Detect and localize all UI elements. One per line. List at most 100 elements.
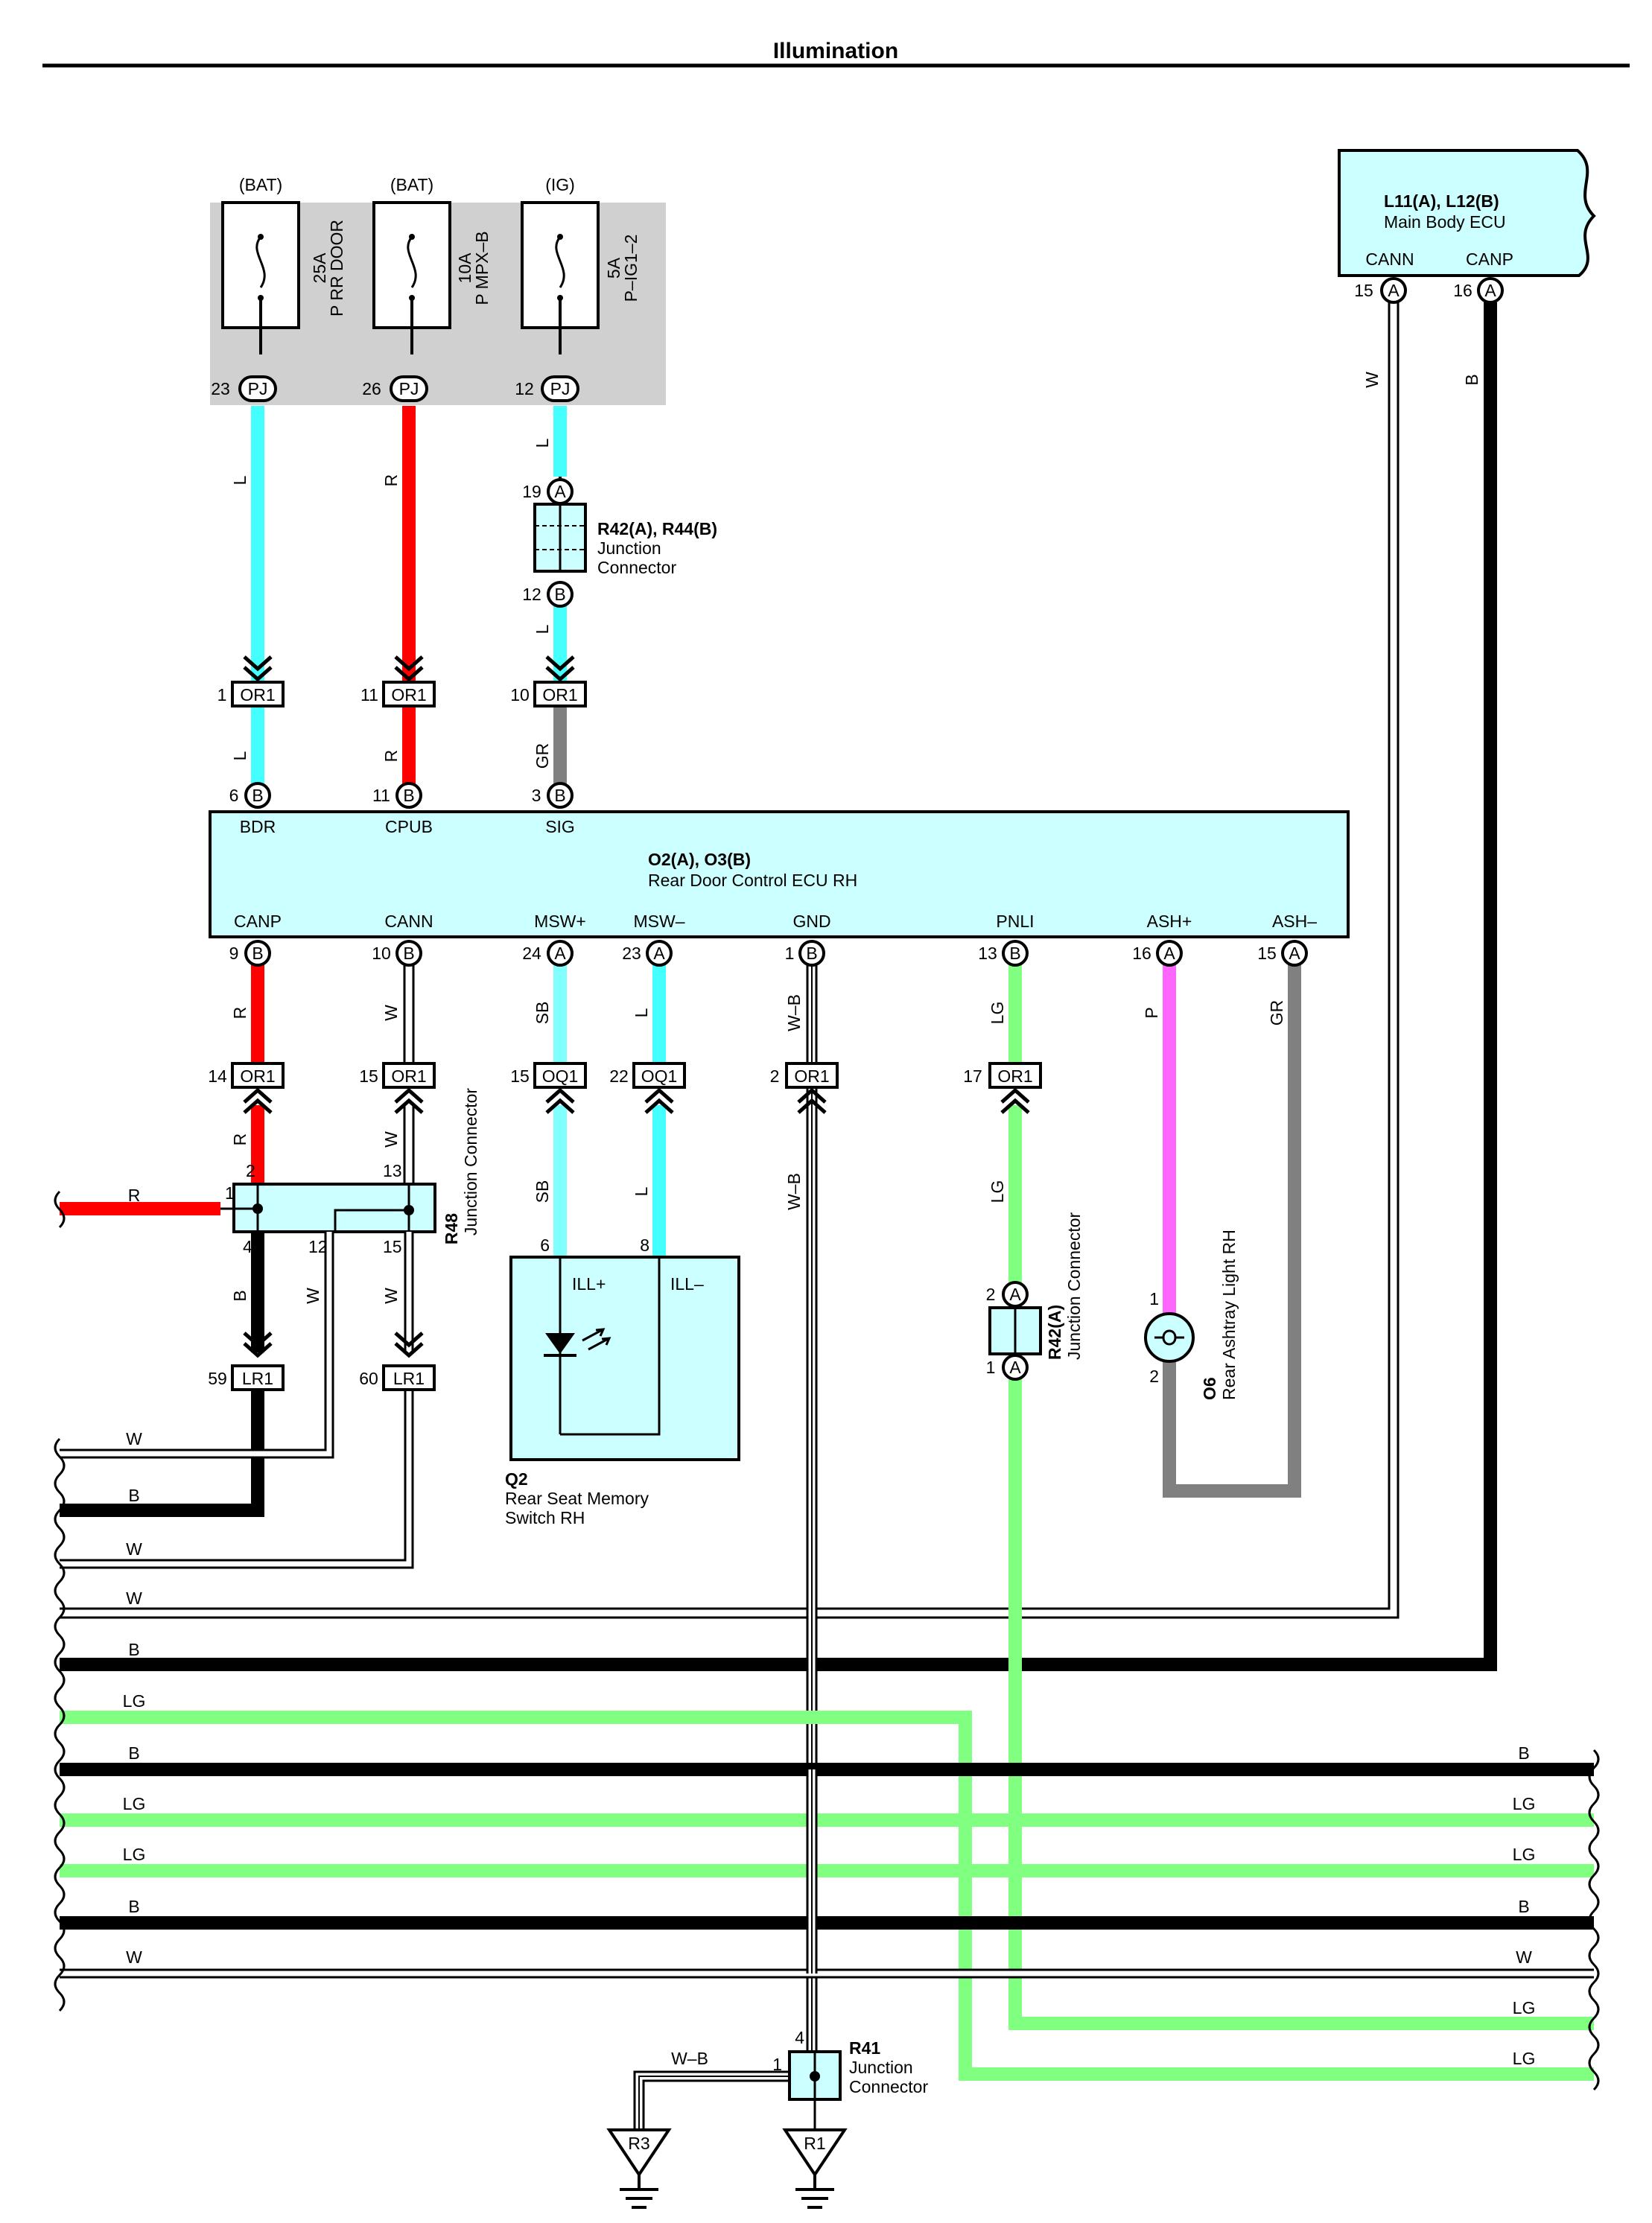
component-name: Junction Connector <box>461 1088 480 1236</box>
pin-number: 26 <box>362 379 381 398</box>
pin-circle <box>1477 277 1504 304</box>
bulb-body <box>1144 1312 1195 1363</box>
fuse-source: (BAT) <box>390 175 433 194</box>
pin-number: 23 <box>211 379 230 398</box>
fuse-terminal <box>557 234 563 240</box>
connector-box <box>785 1062 839 1089</box>
fuse-source: (BAT) <box>239 175 282 194</box>
pin-label: ILL– <box>670 1274 704 1294</box>
pin-circle <box>244 940 271 967</box>
pin-circle <box>244 782 271 809</box>
chevron-down-icon <box>243 1332 273 1358</box>
junction-r48: 1 2 13 4 12 15 R48 Junction Connector <box>220 1088 480 1256</box>
pin-letter: A <box>1009 1358 1021 1377</box>
connector-box <box>231 1364 285 1391</box>
fuse-source: (IG) <box>545 175 575 194</box>
chevron-down-icon <box>394 655 424 682</box>
connector-name: OR1 <box>391 1066 426 1086</box>
wire-w-cann <box>60 302 1397 1617</box>
connector-box <box>231 681 285 707</box>
fuse-name: P MPX–B <box>472 231 492 305</box>
pin-label: MSW– <box>634 912 685 931</box>
wire-label: B <box>1462 374 1481 385</box>
wire-label: L <box>632 1008 651 1017</box>
pin-letter: A <box>1163 944 1175 963</box>
bus-label-right: LG <box>1513 1794 1536 1813</box>
pin-number: 3 <box>532 786 541 805</box>
bus-label-left: W <box>126 1588 142 1608</box>
connector-name: OR1 <box>542 685 577 705</box>
bus-label-right: W <box>1516 1947 1532 1967</box>
bus-label-right: B <box>1518 1897 1529 1916</box>
switch-circuit <box>560 1257 661 1436</box>
chevron-down-icon <box>545 655 575 682</box>
pin-number: 16 <box>1132 944 1151 963</box>
connector-box <box>988 1062 1042 1089</box>
pin-circle <box>395 940 422 967</box>
wire-label: W <box>303 1288 323 1304</box>
connector-name: LR1 <box>242 1369 273 1388</box>
pin-label: CPUB <box>385 817 433 836</box>
component-code: L11(A), L12(B) <box>1384 191 1499 211</box>
led-icon <box>545 1333 575 1354</box>
pin-letter: B <box>554 585 565 604</box>
wire-label: GR <box>533 743 552 769</box>
ground-icon <box>620 2188 658 2209</box>
pin-circle <box>1281 940 1308 967</box>
connector-box <box>382 1364 436 1391</box>
ground-label: R3 <box>628 2134 649 2153</box>
ground-triangle <box>606 2128 672 2178</box>
pin-letter: B <box>554 786 565 805</box>
fuse-icon <box>407 236 417 288</box>
bus-lines: W B W W B LG B LG LG B W B LG LG B W LG … <box>54 1190 1600 2091</box>
fuse-rating: 10A <box>455 252 474 284</box>
fuse-terminal <box>409 234 415 240</box>
fuse-rating: 25A <box>310 252 329 284</box>
wire-label: P <box>1142 1007 1161 1018</box>
pin-label: ASH– <box>1272 912 1317 931</box>
cut-mark-left <box>54 1190 66 2012</box>
connector-name: OR1 <box>240 685 275 705</box>
wire-label: L <box>632 1186 651 1196</box>
fuse-terminal <box>258 234 264 240</box>
pin-number: 15 <box>510 1066 530 1086</box>
wire-label: R <box>128 1186 141 1205</box>
bus-label-right: B <box>1518 1743 1529 1763</box>
bus-label-right: LG <box>1513 1845 1536 1864</box>
wire-label: R <box>381 750 401 763</box>
connector-name: OQ1 <box>641 1066 678 1086</box>
wire-label: R <box>230 1133 250 1146</box>
pin-label: SIG <box>545 817 575 836</box>
pin-number: 2 <box>246 1161 255 1180</box>
wire-label: SB <box>533 1180 552 1203</box>
fuse-p-rr-door: (BAT) 25A P RR DOOR <box>221 175 346 354</box>
pin-number: 8 <box>640 1235 649 1255</box>
wire-label: L <box>230 475 250 485</box>
pin-circle <box>1380 277 1407 304</box>
pin-number: 23 <box>622 944 641 963</box>
pin-number: 16 <box>1453 281 1472 300</box>
pin-number: 15 <box>383 1237 402 1256</box>
pin-label: CANP <box>1466 249 1513 269</box>
pin-number: 1 <box>986 1358 996 1377</box>
bus-label-left: LG <box>123 1691 146 1711</box>
terminal-name: PJ <box>550 379 571 398</box>
r48-output-wires: B W W <box>60 1232 414 1569</box>
connector-box <box>382 681 436 707</box>
fuse-p-mpx-b: (BAT) 10A P MPX–B <box>372 175 492 354</box>
junction-dot <box>404 1205 414 1215</box>
connector-name: OR1 <box>391 685 426 705</box>
junction-dot <box>810 2071 820 2082</box>
pin-number: 10 <box>510 685 530 705</box>
pin-label: BDR <box>240 817 276 836</box>
component-body <box>209 810 1350 938</box>
pin-label: ASH+ <box>1147 912 1192 931</box>
ground-icon <box>795 2188 834 2209</box>
junction-inner <box>334 1209 409 1232</box>
fuse-name: P–IG1–2 <box>621 235 641 302</box>
q2-rear-seat-memory-switch: ILL+ ILL– 6 8 Q2 Rear Seat Memory Switch… <box>505 1235 740 1527</box>
pin-number: 24 <box>522 944 541 963</box>
component-name: Connector <box>849 2077 928 2096</box>
wire-label: GR <box>1267 1000 1286 1026</box>
pin-letter: B <box>1009 944 1020 963</box>
